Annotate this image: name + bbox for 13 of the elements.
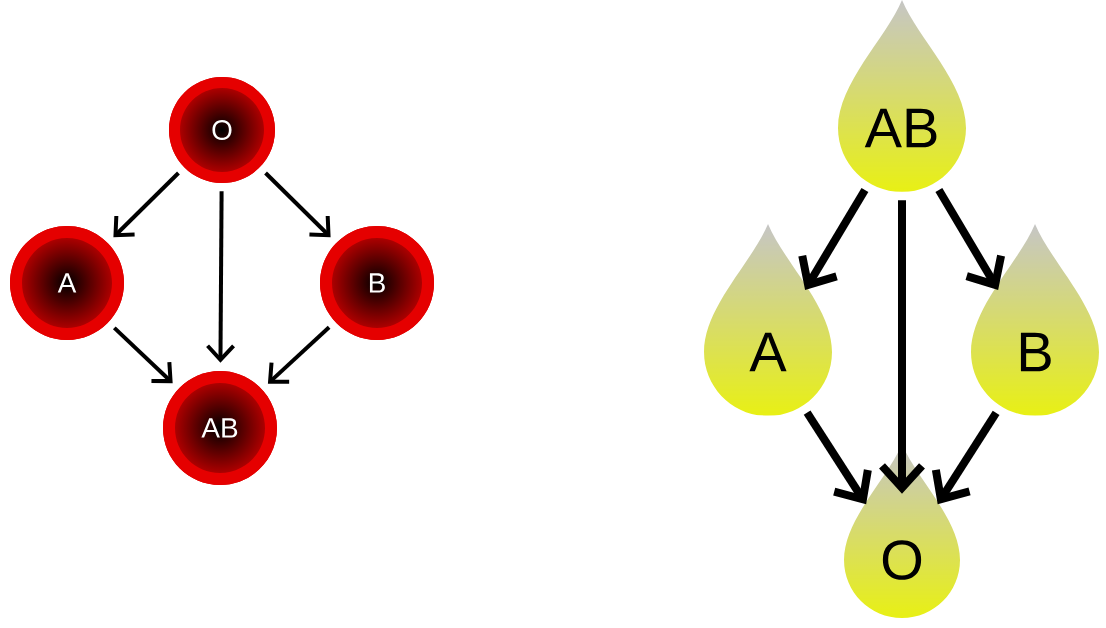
plasma-drop: B xyxy=(1020,332,1051,372)
arrow xyxy=(264,171,331,238)
arrow xyxy=(113,171,180,238)
arrow xyxy=(803,410,872,505)
arrow xyxy=(112,326,173,384)
arrow xyxy=(935,188,1005,290)
plasma-drop: AB xyxy=(864,108,937,148)
arrow xyxy=(798,187,869,291)
arrow xyxy=(206,191,235,363)
plasma-drop: O xyxy=(882,540,922,580)
arrow xyxy=(267,325,331,384)
plasma-drop: A xyxy=(749,332,787,372)
arrow xyxy=(931,410,1000,505)
